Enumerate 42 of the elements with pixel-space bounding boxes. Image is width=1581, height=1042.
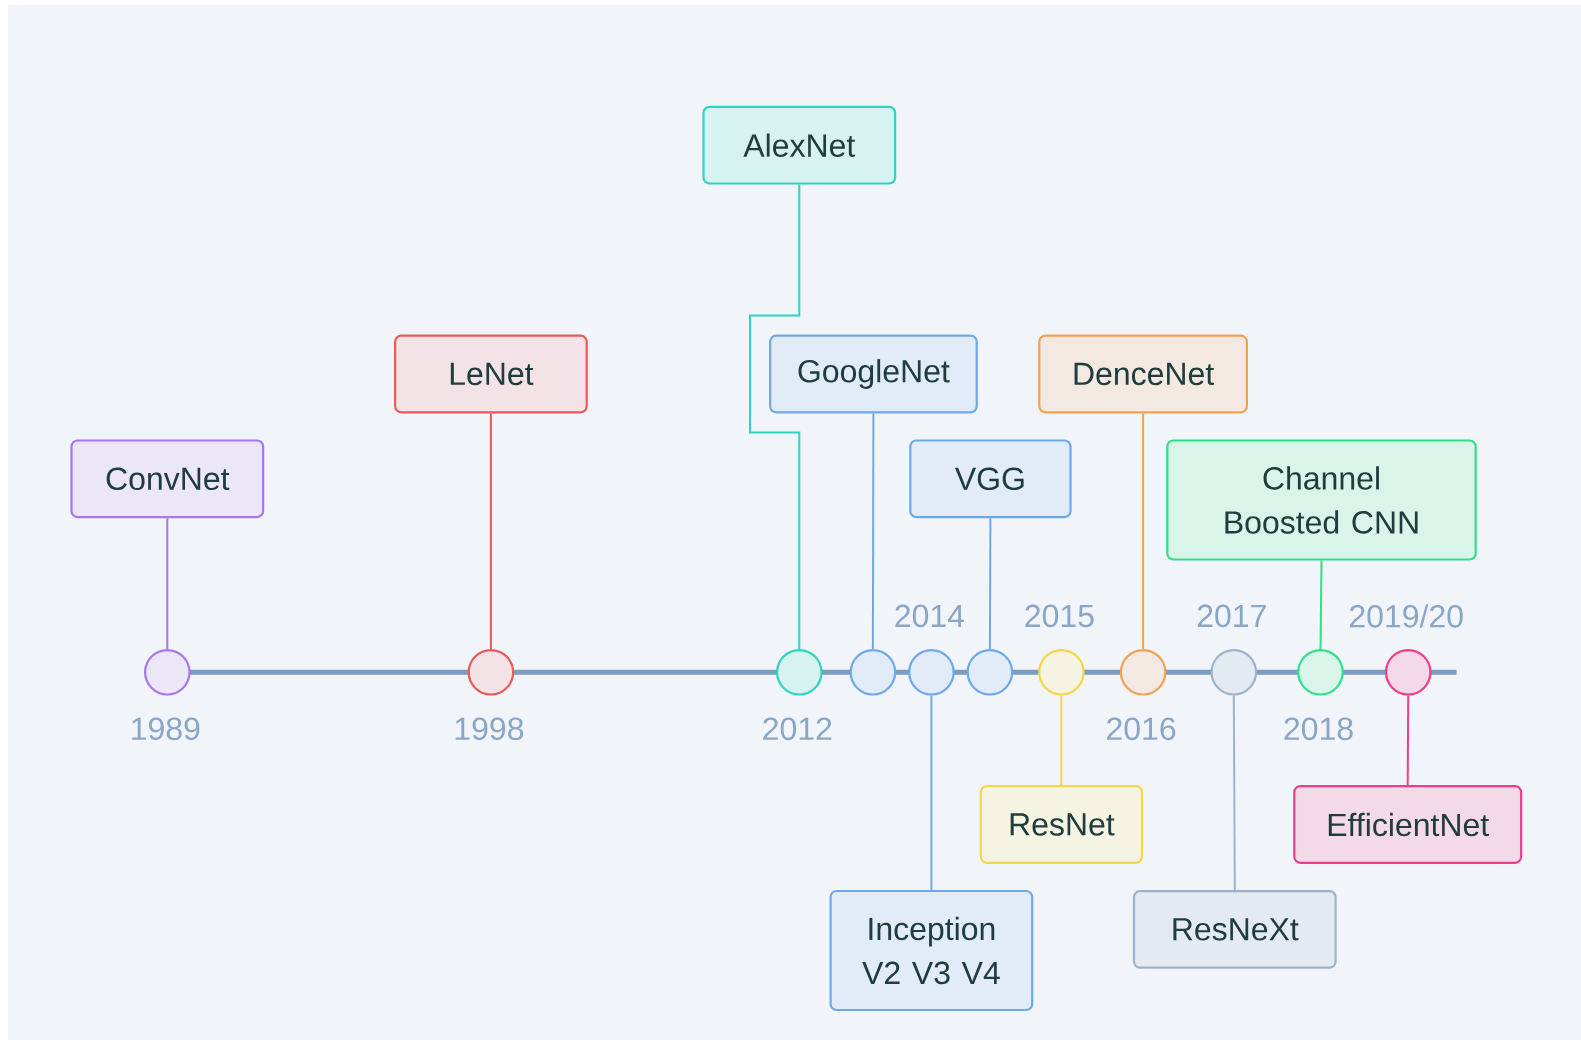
label-box: Channel Boosted CNN: [1166, 439, 1477, 561]
timeline-dot: [1384, 649, 1432, 696]
timeline-dot: [1297, 649, 1344, 696]
year-label: 2018: [1284, 717, 1353, 741]
connector-line: [1142, 412, 1145, 650]
label-box: AlexNet: [702, 105, 897, 185]
timeline-dot: [908, 649, 955, 696]
connector-line: [1406, 694, 1410, 787]
timeline-dot: [849, 649, 897, 696]
label-box: Inception V2 V3 V4: [829, 889, 1034, 1012]
timeline-dot: [1038, 649, 1085, 696]
connector-line: [871, 412, 875, 650]
year-label: 1989: [132, 717, 200, 741]
timeline-dot: [144, 649, 191, 696]
timeline-dot: [776, 649, 823, 696]
label-box: ResNeXt: [1132, 890, 1337, 969]
year-label: 2015: [1025, 604, 1094, 628]
year-label: 2017: [1197, 604, 1266, 628]
label-box: ConvNet: [70, 439, 265, 519]
label-box: LeNet: [394, 334, 588, 414]
label-box: VGG: [909, 439, 1072, 519]
year-label: 2019/20: [1349, 604, 1463, 628]
connector-line: [930, 694, 933, 891]
timeline-dot: [1210, 649, 1258, 696]
label-box: GoogleNet: [769, 334, 978, 414]
label-box: DenceNet: [1038, 334, 1248, 414]
label-box: EfficientNet: [1293, 785, 1523, 864]
connector-line: [749, 183, 801, 650]
timeline-dot: [966, 649, 1014, 696]
connector-line: [1232, 694, 1236, 891]
year-label: 1998: [455, 717, 524, 741]
connector-line: [489, 412, 492, 650]
connector-line: [166, 517, 169, 650]
timeline-dot: [1119, 649, 1167, 696]
label-box: ResNet: [979, 785, 1144, 864]
connector-line: [1060, 694, 1063, 787]
timeline-dot: [467, 649, 515, 696]
connector-line: [1319, 559, 1323, 650]
connector-line: [988, 517, 992, 650]
year-label: 2014: [895, 604, 965, 628]
year-label: 2012: [763, 717, 832, 741]
year-label: 2016: [1107, 717, 1176, 741]
